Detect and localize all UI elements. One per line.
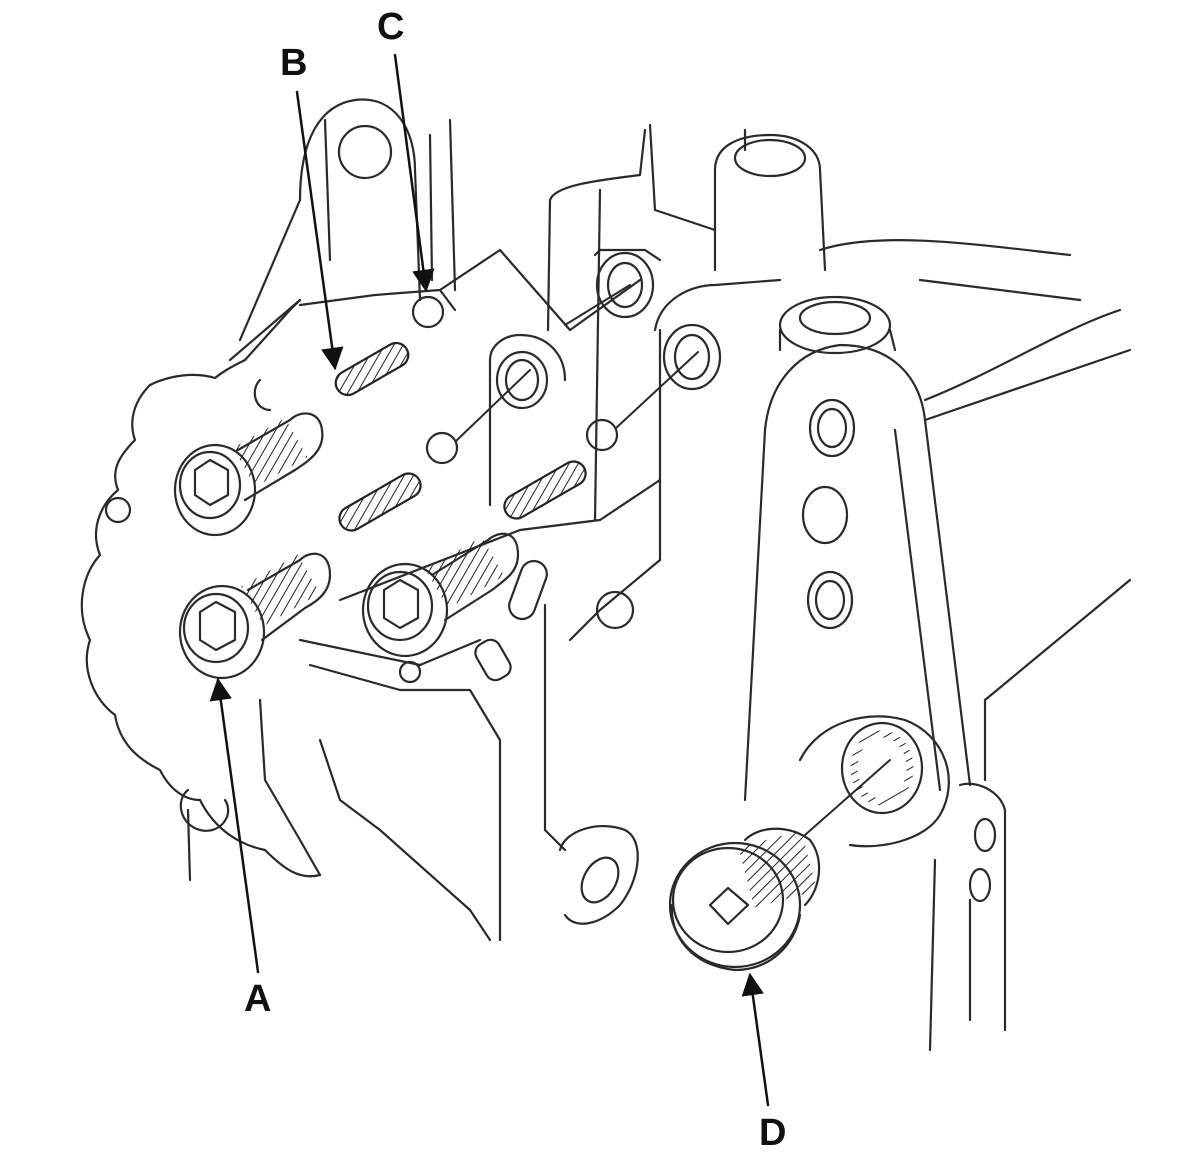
upper-right-block [546, 123, 1072, 642]
callout-label-c: C [377, 6, 405, 48]
bolt-upper-left [173, 412, 324, 537]
callout-label-d: D [759, 1112, 787, 1154]
spring-middle [338, 472, 422, 532]
spring-b [334, 341, 410, 397]
callout-label-a: A [244, 978, 272, 1020]
left-housing-casting [80, 298, 322, 882]
check-ball-c [411, 295, 445, 329]
valve-body [243, 248, 662, 942]
bolt-lower-middle [361, 532, 520, 658]
assembly-lines [455, 284, 891, 836]
bolt-a [178, 552, 332, 680]
right-arm [743, 278, 1132, 1052]
check-ball-right [585, 418, 619, 452]
leader-lines [209, 53, 770, 1107]
callout-label-b: B [280, 42, 308, 84]
check-ball-middle [425, 431, 459, 465]
plug-d [668, 827, 821, 972]
spring-right [503, 460, 587, 520]
upper-mount-ear [238, 98, 457, 342]
